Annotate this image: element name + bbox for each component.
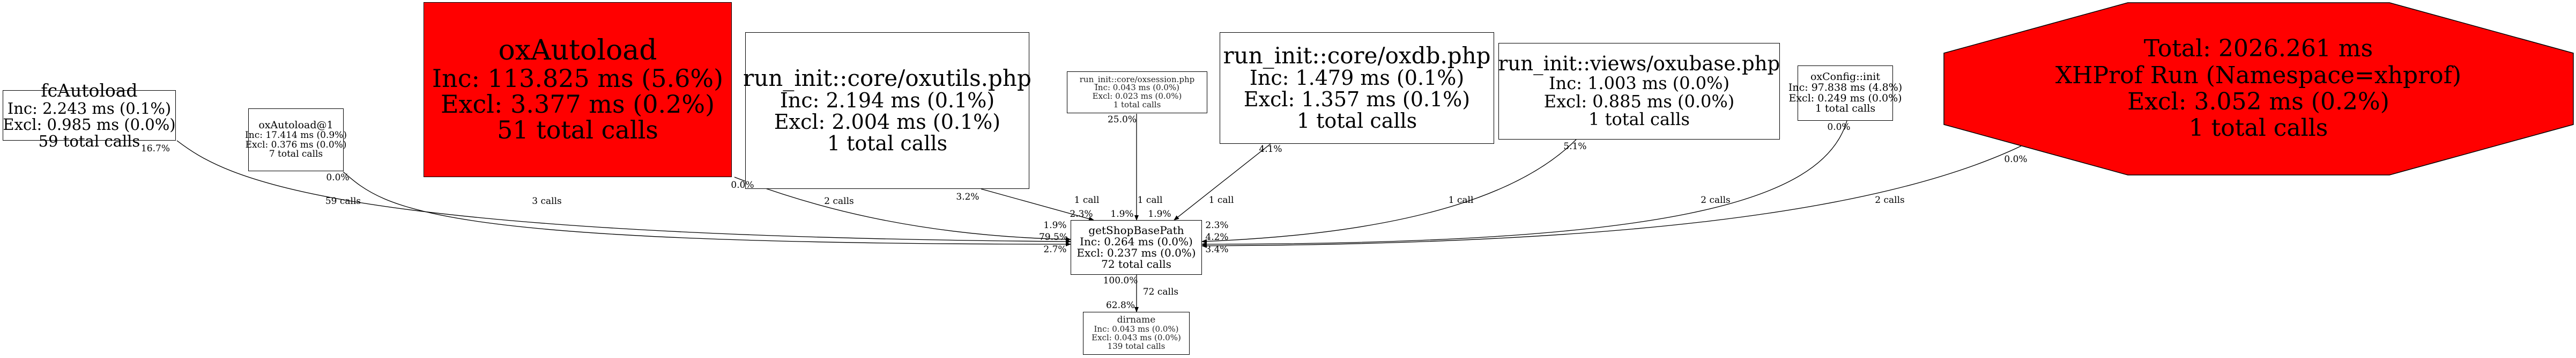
node-oxubase-box[interactable]: run_init::views/oxubase.php Inc: 1.003 m…	[1498, 43, 1780, 140]
node-excl: Excl: 0.023 ms (0.0%)	[1092, 91, 1182, 101]
edge-tail-oxAutoload: 0.0%	[731, 180, 754, 191]
edge-total	[1201, 145, 2022, 248]
edge-head-dirname: 62.8%	[1106, 300, 1135, 311]
edge-head-oxubase: 4.2%	[1205, 232, 1228, 243]
node-oxutils-box[interactable]: run_init::core/oxutils.php Inc: 2.194 ms…	[743, 32, 1031, 189]
node-calls: 72 total calls	[1101, 258, 1171, 271]
edge-tail-oxdb: 4.1%	[1259, 144, 1282, 155]
node-inc: Inc: 97.838 ms (4.8%)	[1788, 81, 1903, 93]
node-name: run_init::views/oxubase.php	[1498, 52, 1780, 76]
node-inc: Inc: 1.003 ms (0.0%)	[1548, 73, 1730, 94]
edge-tail-oxConfigInit: 0.0%	[1827, 122, 1850, 133]
edge-label-oxConfigInit: 2 calls	[1701, 195, 1730, 206]
node-calls: 1 total calls	[1296, 108, 1417, 133]
node-calls: 139 total calls	[1107, 341, 1165, 351]
node-name: Total: 2026.261 ms	[2143, 35, 2373, 63]
edge-label-oxAutoload: 2 calls	[824, 196, 853, 207]
edge-oxubase	[1201, 139, 1577, 244]
node-calls: 1 total calls	[827, 131, 948, 155]
edge-label-dirname: 72 calls	[1143, 287, 1178, 297]
edge-oxdb	[1174, 143, 1271, 221]
edge-label-oxdb: 1 call	[1209, 195, 1234, 206]
edge-head-oxAutoload1: 2.7%	[1043, 244, 1066, 255]
edge-head-oxAutoload: 1.9%	[1043, 220, 1066, 231]
total-octagon	[1943, 2, 2574, 176]
node-excl: Excl: 0.249 ms (0.0%)	[1788, 92, 1902, 104]
node-oxsession-box[interactable]: run_init::core/oxsession.php Inc: 0.043 …	[1067, 71, 1207, 113]
node-name: oxAutoload@1	[258, 119, 333, 131]
node-name: getShopBasePath	[1088, 224, 1184, 237]
node-excl: Excl: 3.052 ms (0.2%)	[2127, 88, 2389, 115]
edge-label-oxutils: 1 call	[1074, 195, 1100, 206]
node-excl: Excl: 0.237 ms (0.0%)	[1077, 246, 1196, 259]
node-calls: 59 total calls	[38, 131, 140, 150]
node-excl: Excl: 0.376 ms (0.0%)	[245, 139, 347, 150]
edge-labels: 16.7% 59 calls 79.5% 0.0% 3 calls 2.7% 0…	[141, 114, 2028, 311]
edge-head-oxConfigInit: 3.4%	[1205, 244, 1228, 255]
node-fcAutoload-box[interactable]: fcAutoload Inc: 2.243 ms (0.1%) Excl: 0.…	[3, 81, 176, 149]
node-calls: 1 total calls	[1588, 109, 1690, 130]
node-excl: Excl: 2.004 ms (0.1%)	[774, 110, 1001, 134]
node-oxdb-box[interactable]: run_init::core/oxdb.php Inc: 1.479 ms (0…	[1220, 32, 1494, 144]
edge-tail-fcAutoload: 16.7%	[141, 143, 170, 154]
node-inc: XHProf Run (Namespace=xhprof)	[2055, 61, 2462, 89]
edge-tail-oxutils: 3.2%	[956, 192, 979, 202]
edge-oxutils	[981, 188, 1094, 221]
node-excl: Excl: 0.043 ms (0.0%)	[1092, 333, 1181, 343]
node-inc: Inc: 17.414 ms (0.9%)	[245, 129, 347, 141]
node-name: oxAutoload	[498, 34, 657, 67]
edge-fcAutoload	[176, 140, 1071, 244]
node-oxAutoload-box[interactable]: oxAutoload Inc: 113.825 ms (5.6%) Excl: …	[424, 2, 732, 177]
edge-head-fcAutoload: 79.5%	[1039, 232, 1068, 243]
edge-tail-oxAutoload1: 0.0%	[326, 172, 349, 183]
node-name: run_init::core/oxdb.php	[1223, 42, 1491, 69]
edge-head-oxdb: 1.9%	[1148, 209, 1171, 220]
node-excl: Excl: 0.985 ms (0.0%)	[3, 115, 176, 134]
node-oxAutoload1-box[interactable]: oxAutoload@1 Inc: 17.414 ms (0.9%) Excl:…	[245, 108, 347, 171]
edge-tail-total: 0.0%	[2004, 154, 2027, 165]
edge-label-oxsession: 1 call	[1138, 195, 1163, 206]
node-total-box[interactable]: Total: 2026.261 ms XHProf Run (Namespace…	[1943, 2, 2573, 175]
node-calls: 1 total calls	[2188, 114, 2328, 142]
node-calls: 51 total calls	[497, 115, 658, 145]
node-name: fcAutoload	[41, 80, 138, 101]
node-name: run_init::core/oxutils.php	[743, 65, 1031, 92]
node-excl: Excl: 0.885 ms (0.0%)	[1543, 91, 1735, 112]
edge-head-oxsession: 1.9%	[1110, 209, 1133, 220]
node-excl: Excl: 1.357 ms (0.1%)	[1243, 87, 1471, 112]
node-calls: 1 total calls	[1113, 99, 1161, 109]
edge-label-oxAutoload1: 3 calls	[532, 196, 561, 207]
node-getShopBasePath-box[interactable]: getShopBasePath Inc: 0.264 ms (0.0%) Exc…	[1071, 220, 1202, 275]
node-calls: 1 total calls	[1815, 103, 1876, 115]
node-name: run_init::core/oxsession.php	[1079, 74, 1195, 84]
node-inc: Inc: 0.043 ms (0.0%)	[1094, 83, 1180, 93]
edge-oxAutoload1	[343, 171, 1071, 246]
node-inc: Inc: 1.479 ms (0.1%)	[1249, 66, 1465, 90]
node-oxConfigInit-box[interactable]: oxConfig::init Inc: 97.838 ms (4.8%) Exc…	[1788, 65, 1902, 121]
edge-oxConfigInit	[1201, 120, 1847, 246]
node-dirname-box[interactable]: dirname Inc: 0.043 ms (0.0%) Excl: 0.043…	[1083, 312, 1190, 355]
edge-head-oxutils: 2.3%	[1070, 209, 1093, 220]
node-inc: Inc: 2.243 ms (0.1%)	[7, 99, 172, 118]
node-name: dirname	[1117, 315, 1156, 326]
edge-label-oxubase: 1 call	[1449, 195, 1474, 206]
edge-tail-oxubase: 5.1%	[1563, 141, 1586, 152]
node-inc: Inc: 0.043 ms (0.0%)	[1094, 324, 1179, 334]
edge-label-total: 2 calls	[1875, 195, 1904, 206]
edge-tail-oxsession: 25.0%	[1108, 114, 1137, 125]
edge-tail-dirname: 100.0%	[1103, 275, 1138, 286]
node-name: oxConfig::init	[1810, 70, 1881, 83]
node-inc: Inc: 113.825 ms (5.6%)	[432, 63, 724, 93]
node-excl: Excl: 3.377 ms (0.2%)	[440, 90, 715, 119]
edge-label-fcAutoload: 59 calls	[325, 196, 361, 207]
edge-head-total: 2.3%	[1205, 220, 1228, 231]
node-calls: 7 total calls	[269, 149, 323, 160]
node-inc: Inc: 0.264 ms (0.0%)	[1080, 235, 1193, 248]
node-inc: Inc: 2.194 ms (0.1%)	[780, 89, 995, 113]
